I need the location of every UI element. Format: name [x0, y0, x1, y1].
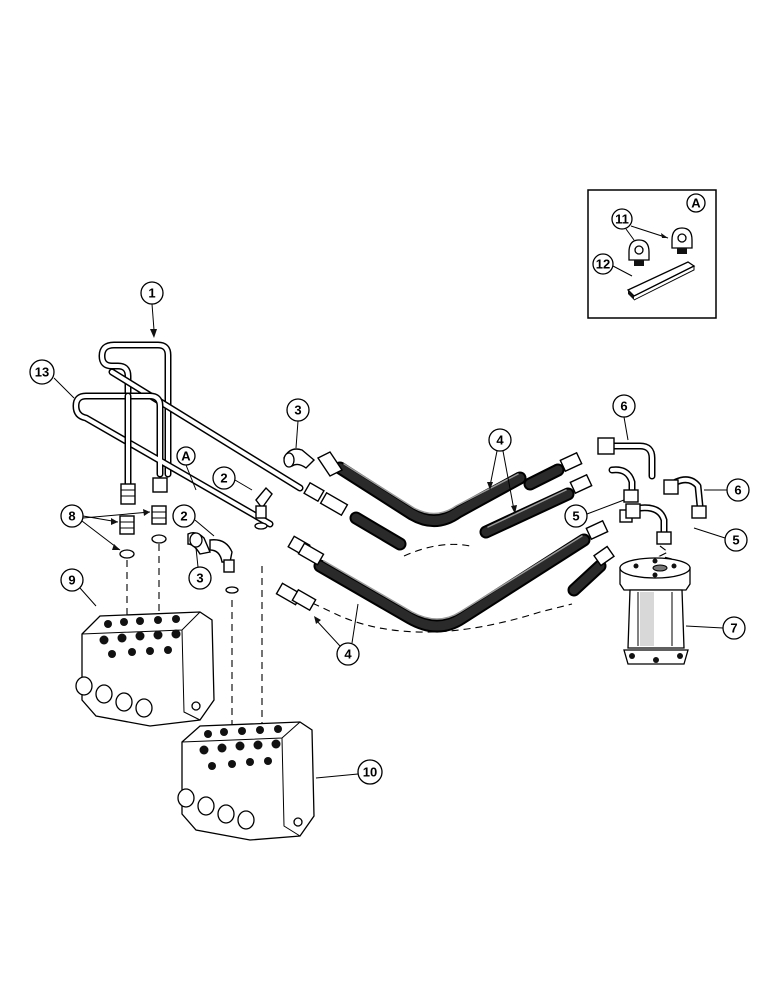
- callout-3-upper: 3: [286, 398, 310, 449]
- svg-text:A: A: [181, 449, 191, 464]
- filter-assembly-7: [619, 557, 691, 665]
- svg-text:4: 4: [344, 647, 352, 662]
- elbow-fitting-5: [625, 503, 672, 545]
- elbow-fitting-2-lower: [209, 539, 239, 594]
- tube-assembly-1: [98, 341, 304, 496]
- svg-text:6: 6: [620, 399, 627, 414]
- clamp-part: [628, 227, 693, 266]
- tube-assembly-13: [72, 392, 274, 528]
- svg-text:11: 11: [615, 212, 629, 227]
- callout-8: 8: [60, 504, 151, 551]
- fittings-8: [119, 505, 167, 559]
- callout-2-lower: 2: [172, 504, 215, 537]
- valve-10-spools: [177, 788, 255, 830]
- callout-4-upper: 4: [487, 428, 517, 514]
- callout-6-upper: 6: [612, 394, 636, 441]
- svg-text:12: 12: [596, 257, 610, 272]
- hose-end-fittings: [275, 451, 633, 612]
- callout-7: 7: [685, 616, 746, 640]
- svg-text:3: 3: [196, 571, 203, 586]
- hose-lower: [313, 533, 591, 633]
- callout-11: 11: [611, 208, 669, 241]
- callout-a: A: [176, 446, 197, 491]
- elbow-fitting-6-right: [663, 476, 707, 519]
- svg-text:6: 6: [734, 483, 741, 498]
- svg-text:2: 2: [180, 509, 187, 524]
- callout-5-left: 5: [564, 499, 625, 528]
- svg-text:10: 10: [363, 765, 377, 780]
- svg-text:5: 5: [572, 509, 579, 524]
- valve-9-spools: [75, 676, 153, 718]
- control-valve-9: [75, 611, 215, 727]
- svg-text:7: 7: [730, 621, 737, 636]
- svg-text:2: 2: [220, 471, 227, 486]
- callout-6-right: 6: [704, 478, 750, 502]
- svg-text:1: 1: [148, 286, 155, 301]
- callout-5-right: 5: [693, 527, 748, 552]
- hose-short-lower: [523, 463, 607, 597]
- tube-end-fittings: [120, 477, 168, 505]
- svg-text:4: 4: [496, 433, 504, 448]
- svg-text:9: 9: [68, 573, 75, 588]
- elbow-fitting-6-upper: [597, 437, 656, 503]
- svg-text:13: 13: [35, 365, 49, 380]
- hose-middle: [349, 487, 575, 551]
- callout-4-lower: 4: [314, 603, 360, 666]
- callout-10: 10: [315, 759, 383, 785]
- valve-9-ports: [99, 615, 181, 658]
- hose-upper: [333, 461, 527, 527]
- callout-2-upper: 2: [212, 466, 253, 491]
- control-valve-10: [177, 721, 315, 841]
- inset-detail-a: A 11 12: [587, 189, 717, 319]
- elbow-fitting-3-upper: [283, 448, 316, 469]
- callout-3-lower: 3: [188, 547, 212, 590]
- svg-text:8: 8: [68, 509, 75, 524]
- callout-13: 13: [29, 359, 75, 399]
- mounting-rail: [626, 261, 696, 301]
- elbow-fitting-2-upper: [254, 486, 273, 530]
- callout-12: 12: [592, 253, 633, 277]
- callout-9: 9: [60, 568, 97, 607]
- svg-text:5: 5: [732, 533, 739, 548]
- inset-label-a: A: [691, 196, 701, 211]
- callout-1: 1: [140, 281, 164, 338]
- hose-fitting: [275, 451, 349, 612]
- svg-text:3: 3: [294, 403, 301, 418]
- elbow-fitting-3-lower: [187, 531, 211, 555]
- valve-10-ports: [199, 725, 282, 770]
